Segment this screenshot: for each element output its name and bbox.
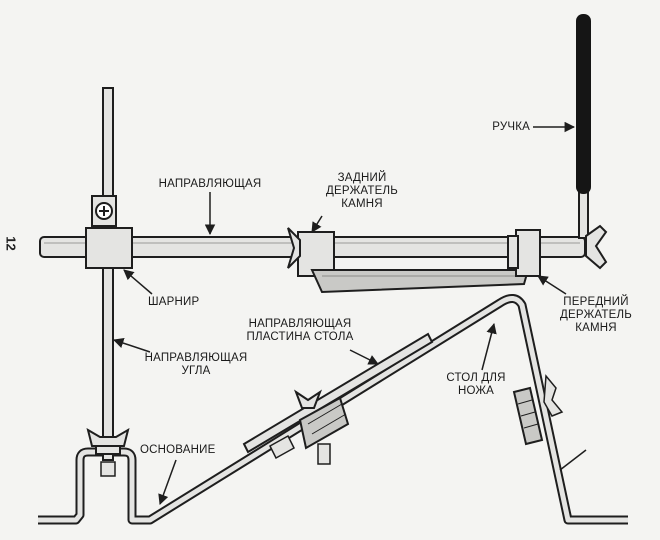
hinge-block (85, 227, 133, 269)
label-knife-table: СТОЛ ДЛЯ НОЖА (446, 372, 506, 397)
handle-grip (576, 14, 591, 194)
sharpening-stone (310, 269, 530, 294)
label-angle-guide: НАПРАВЛЯЮЩАЯ УГЛА (144, 352, 248, 377)
label-handle: РУЧКА (492, 121, 530, 133)
label-guide: НАПРАВЛЯЮЩАЯ (158, 178, 262, 190)
knife-table-clamp (512, 386, 544, 446)
page-number: 12 (3, 236, 19, 251)
knife-table-wingnut (543, 374, 564, 417)
label-hinge: ШАРНИР (148, 296, 200, 308)
slope-wingnut (293, 389, 323, 409)
rod-wingnut (86, 427, 130, 447)
label-base: ОСНОВАНИЕ (140, 444, 216, 456)
handle-post (578, 191, 589, 239)
table-guide-plate (242, 332, 434, 454)
label-front-holder: ПЕРЕДНИЙ ДЕРЖАТЕЛЬ КАМНЯ (560, 296, 632, 334)
angle-guide-rod (102, 87, 114, 461)
end-wingnut (585, 224, 608, 270)
label-rear-holder: ЗАДНИЙ ДЕРЖАТЕЛЬ КАМНЯ (326, 172, 398, 210)
slope-clamp (298, 396, 350, 450)
label-table-guide-plate: НАПРАВЛЯЮЩАЯ ПЛАСТИНА СТОЛА (246, 318, 354, 343)
front-stone-holder (515, 229, 541, 277)
rear-wingnut (287, 227, 301, 269)
